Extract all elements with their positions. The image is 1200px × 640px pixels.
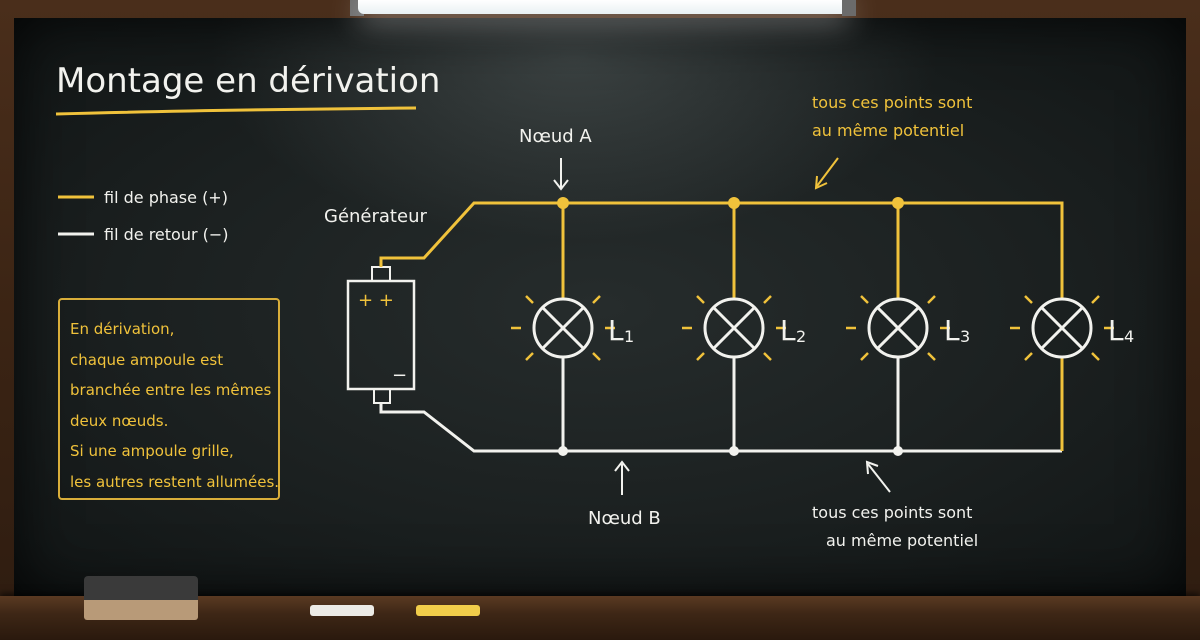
phase-wire <box>379 201 1064 298</box>
info-line-4: deux nœuds. <box>70 411 169 430</box>
junction-bottom-1 <box>558 446 568 456</box>
node-a-arrow-icon <box>553 158 569 191</box>
junction-top-3 <box>892 197 904 209</box>
yellow-chalk-stick[interactable] <box>416 605 480 616</box>
info-box: En dérivation, chaque ampoule est branch… <box>58 298 280 500</box>
legend-phase-label: fil de phase (+) <box>104 188 228 207</box>
lamp-1-label: L <box>608 314 624 347</box>
junction-top-2 <box>728 197 740 209</box>
annotation-bottom-arrow-icon <box>865 460 891 493</box>
generator-bottom-terminal <box>373 388 391 404</box>
node-a-label: Nœud A <box>519 126 592 147</box>
info-line-2: chaque ampoule est <box>70 350 224 369</box>
generator-minus-symbol: − <box>392 365 407 386</box>
lamp-3-bulb-icon <box>867 297 929 359</box>
branches <box>561 203 900 451</box>
generator-label: Générateur <box>324 206 427 227</box>
lamp-2-rays-icon <box>682 295 786 361</box>
node-b-arrow-icon <box>614 460 630 495</box>
lamp-1-bulb-icon <box>532 297 594 359</box>
chalk-ledge <box>0 596 1200 640</box>
annotation-top-arrow-icon <box>814 157 839 190</box>
lamp-1-index: 1 <box>624 327 634 346</box>
lamp-4-bulb-icon <box>1031 297 1093 359</box>
return-wire <box>379 403 1062 453</box>
junction-bottom-3 <box>893 446 903 456</box>
lamp-4-label: L <box>1108 314 1124 347</box>
lamp-2-label: L <box>780 314 796 347</box>
title-underline <box>55 106 417 116</box>
node-b-label: Nœud B <box>588 508 661 529</box>
lamp-4-rays-icon <box>1010 295 1114 361</box>
junction-bottom-2 <box>729 446 739 456</box>
annotation-top-line-1: tous ces points sont <box>812 93 972 112</box>
junction-top-1 <box>557 197 569 209</box>
legend-retour-label: fil de retour (−) <box>104 225 229 244</box>
lamp-2: L 2 <box>682 295 806 361</box>
annotation-bottom-line-1: tous ces points sont <box>812 503 972 522</box>
lamp-1-rays-icon <box>511 295 615 361</box>
ceiling-light <box>358 0 850 14</box>
lamp-3: L 3 <box>846 295 970 361</box>
annotation-bottom-line-2: au même potentiel <box>826 531 978 550</box>
info-line-3: branchée entre les mêmes <box>70 381 272 399</box>
lamp-2-index: 2 <box>796 327 806 346</box>
lamp-3-index: 3 <box>960 327 970 346</box>
eraser-handle <box>84 600 198 620</box>
eraser-felt <box>84 576 198 602</box>
info-line-1: En dérivation, <box>70 320 175 338</box>
lamp-1: L 1 <box>511 295 634 361</box>
eraser[interactable] <box>84 576 198 620</box>
ceiling-light-cap-right <box>842 0 856 16</box>
generator-plus-symbols: + + <box>358 290 394 311</box>
diagram-title: Montage en dérivation <box>56 61 440 101</box>
lamp-4-index: 4 <box>1124 327 1134 346</box>
lamp-3-rays-icon <box>846 295 950 361</box>
lamp-4: L 4 <box>1010 295 1134 361</box>
info-line-5: Si une ampoule grille, <box>70 442 234 460</box>
annotation-top-line-2: au même potentiel <box>812 121 964 140</box>
info-line-6: les autres restent allumées. <box>70 472 280 491</box>
white-chalk-stick[interactable] <box>310 605 374 616</box>
generator-top-terminal <box>371 266 391 282</box>
lamp-2-bulb-icon <box>703 297 765 359</box>
lamp-3-label: L <box>944 314 960 347</box>
